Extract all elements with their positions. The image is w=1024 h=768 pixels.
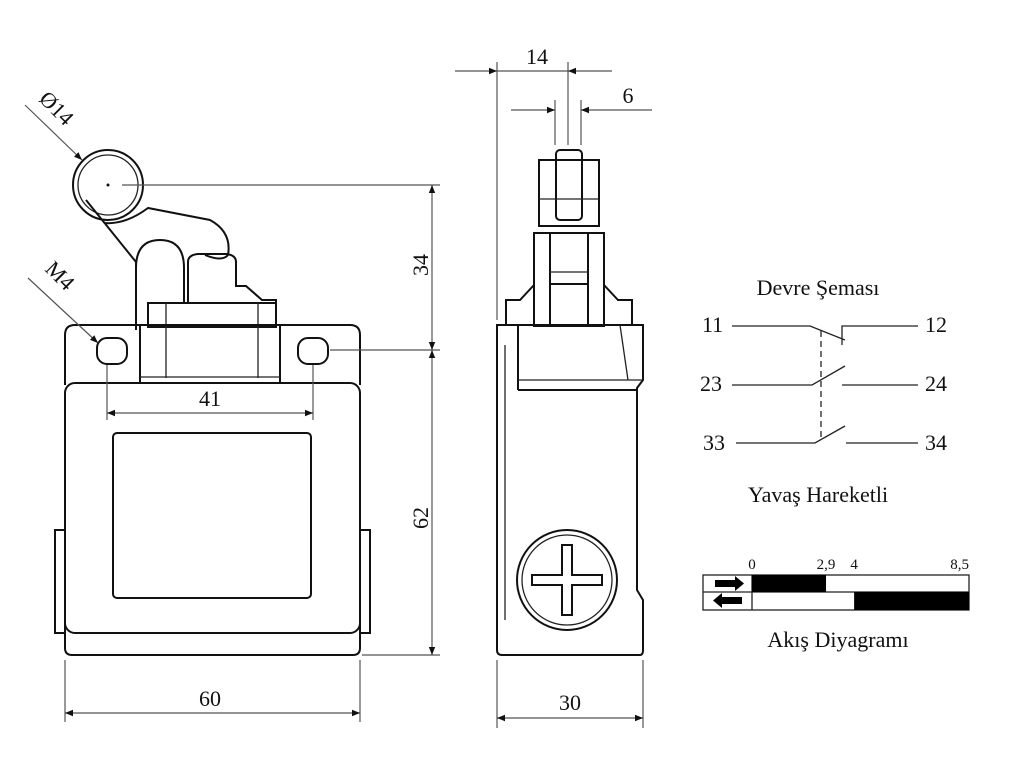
terminal-12: 12 <box>925 312 947 337</box>
side-view: 14 6 30 <box>455 44 652 728</box>
dim-roller-width: 6 <box>623 83 634 108</box>
dim-depth: 30 <box>559 690 581 715</box>
arrow-left-icon <box>713 593 742 608</box>
leader-diameter <box>24 104 83 161</box>
mounting-hole-left <box>96 337 128 365</box>
flow-diagram: 0 2,9 4 8,5 Akış Diyagramı <box>702 557 970 652</box>
cable-gland <box>516 529 618 631</box>
terminal-23: 23 <box>700 371 722 396</box>
leader-thread <box>27 277 99 344</box>
terminal-24: 24 <box>925 371 947 396</box>
mounting-hole-right <box>297 337 329 365</box>
dim-body-height: 62 <box>408 507 433 529</box>
cross-slot-icon <box>531 544 603 616</box>
front-view: 34 62 41 60 Ø14 M4 <box>24 86 440 722</box>
arrow-right-icon <box>715 576 744 591</box>
side-tab-left <box>54 529 66 634</box>
plunger <box>187 253 277 325</box>
dim-thread: M4 <box>40 256 79 295</box>
plunger-housing <box>147 302 277 328</box>
circuit-subtitle: Yavaş Hareketli <box>748 482 888 507</box>
dim-width: 60 <box>199 686 221 711</box>
side-roller <box>555 149 583 221</box>
lever-arm <box>85 199 230 330</box>
dim-roller-offset: 14 <box>526 44 548 69</box>
terminal-34: 34 <box>925 430 947 455</box>
flow-title: Akış Diyagramı <box>767 627 908 652</box>
return-on-bar <box>854 592 969 610</box>
body-cover <box>64 382 361 634</box>
terminal-11: 11 <box>702 312 723 337</box>
body-base <box>64 630 361 656</box>
contact-nc <box>732 325 918 345</box>
flow-tick-label: 8,5 <box>950 557 969 573</box>
flow-tick-label: 4 <box>850 557 858 573</box>
dim-roller-diameter: Ø14 <box>34 86 78 130</box>
contact-no-1 <box>732 365 918 386</box>
terminal-33: 33 <box>703 430 725 455</box>
head-flange <box>64 324 361 385</box>
side-body <box>496 324 644 656</box>
dim-lever-height: 34 <box>408 254 433 276</box>
forward-on-bar <box>752 575 827 592</box>
circuit-diagram: Devre Şeması 11 12 23 24 33 34 Yavaş Har… <box>700 275 947 507</box>
circuit-title: Devre Şeması <box>757 275 880 300</box>
dim-hole-spacing: 41 <box>199 386 221 411</box>
flow-tick-label: 0 <box>748 557 756 573</box>
flow-tick-label: 2,9 <box>817 557 836 573</box>
cover-window <box>112 432 312 599</box>
side-tab-right <box>359 529 371 634</box>
contact-no-2 <box>736 425 918 444</box>
